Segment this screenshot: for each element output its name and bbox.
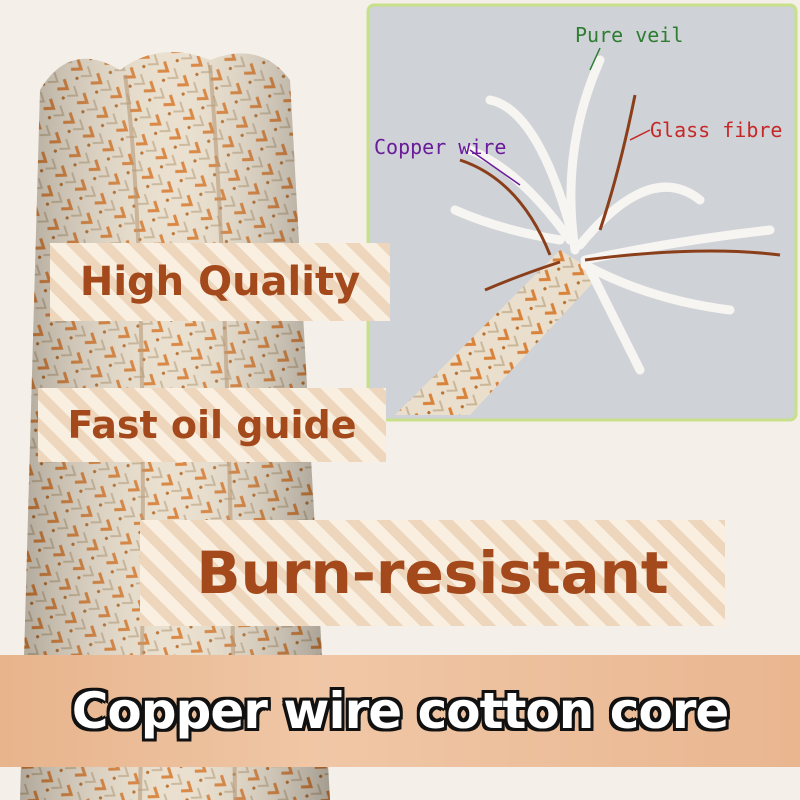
fast-oil-guide-banner: Fast oil guide [38,388,386,462]
copper-wire-cotton-core-banner: Copper wire cotton core [0,655,800,767]
high-quality-banner: High Quality [50,243,390,321]
copper-wire-label: Copper wire [374,135,507,159]
fast-oil-guide-text: Fast oil guide [67,403,357,447]
burn-resistant-text: Burn-resistant [196,539,669,607]
burn-resistant-banner: Burn-resistant [140,520,725,626]
copper-wires [459,94,781,292]
glass-fibre-label: Glass fibre [650,118,783,142]
cotton-fibres [450,55,775,375]
copper-wire-cotton-core-text: Copper wire cotton core [71,682,730,740]
pure-veil-label: Pure veil [575,23,684,47]
inset-photo [366,3,798,422]
high-quality-text: High Quality [79,259,361,305]
